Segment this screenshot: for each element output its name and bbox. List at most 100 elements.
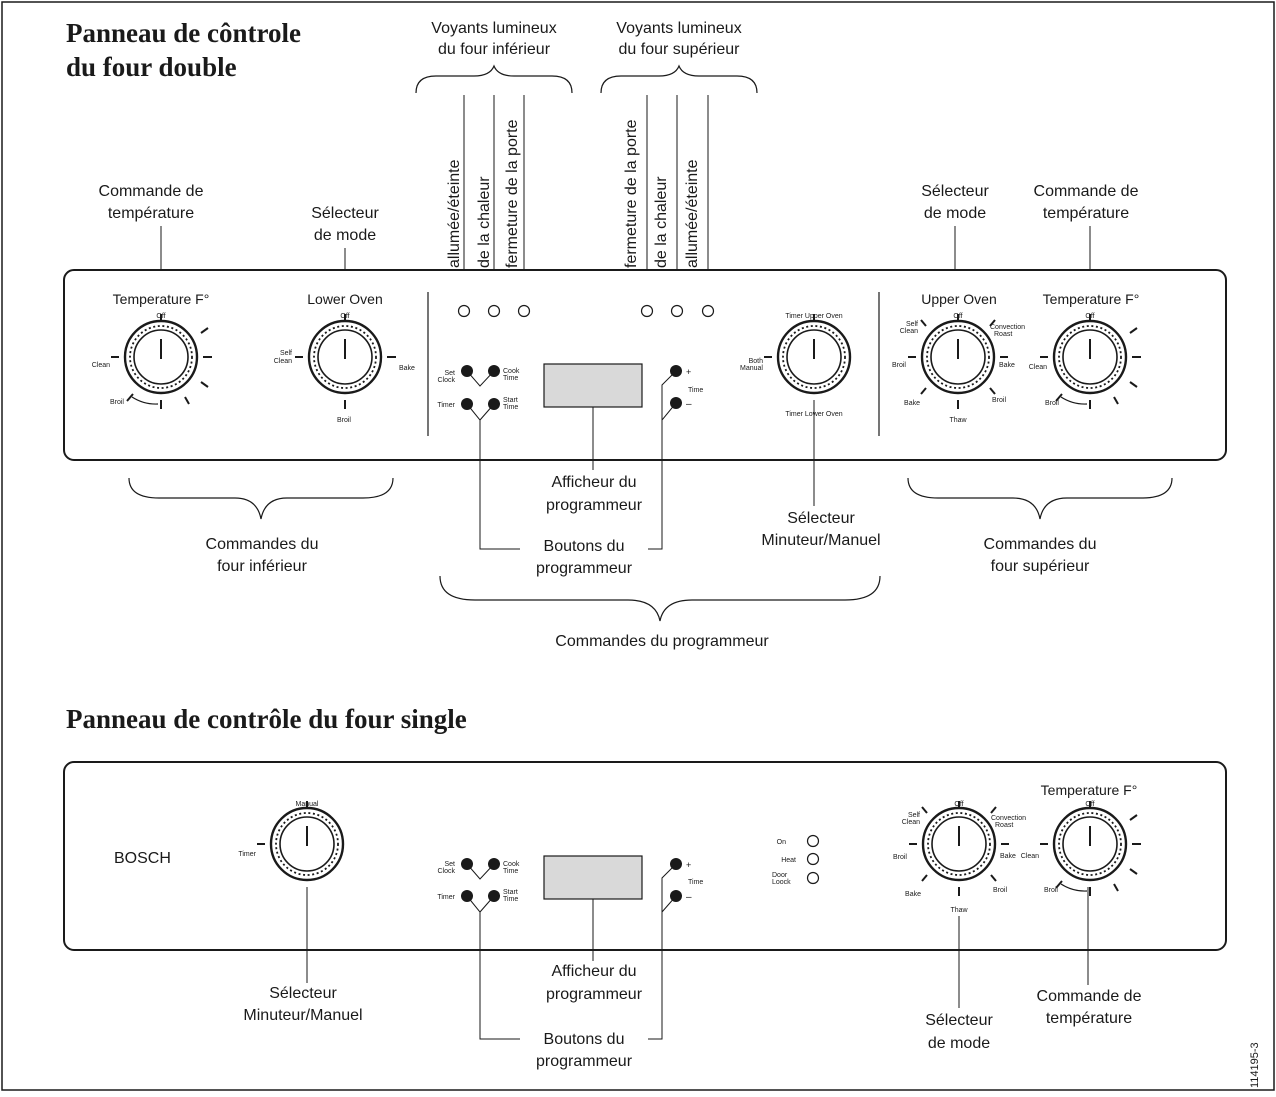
mode-selector-right-2: de mode (924, 205, 986, 222)
light-label-upper-heat: de la chaleur (653, 176, 670, 268)
temp-control-right-1: Commande de (1034, 183, 1139, 200)
knob-grip-ring (129, 325, 193, 389)
indicator-on: On (777, 839, 786, 846)
lower-controls-label-2: four inférieur (217, 558, 307, 575)
temp-right-off: Off (1085, 313, 1094, 320)
double-title-line2: du four double (66, 52, 237, 82)
s-mode-thaw: Thaw (950, 907, 968, 914)
timer-manual-knob-single[interactable] (257, 801, 345, 882)
s-btn-time: Time (688, 879, 703, 886)
timer-manual-knob-double[interactable] (764, 314, 852, 395)
knob-grip-ring (275, 812, 339, 876)
s-btn-start: Start (503, 889, 518, 896)
timer-selector-label-1: Sélecteur (787, 510, 855, 527)
indicator-door: Door (772, 872, 788, 879)
upper-controls-label-2: four supérieur (991, 558, 1090, 575)
indicator-heat: Heat (781, 857, 796, 864)
s-btn-start-time: Time (503, 896, 518, 903)
single-temperature-knob[interactable] (1040, 801, 1141, 896)
upper-mode-clean: Clean (900, 328, 918, 335)
temp-control-left-1: Commande de (99, 183, 204, 200)
s-mode-broil-right: Broil (993, 887, 1007, 894)
s-mode-bake-bottom: Bake (905, 891, 921, 898)
buttons-label-1: Boutons du (544, 538, 625, 555)
s-mode-self: Self (908, 812, 920, 819)
display-label-1: Afficheur du (551, 474, 636, 491)
s-btn-timer: Timer (437, 894, 455, 901)
btn-time: Time (688, 387, 703, 394)
temperature-knob-left[interactable] (111, 314, 212, 409)
lights-upper-bracket (600, 64, 758, 94)
mode-selector-left-2: de mode (314, 227, 376, 244)
single-indicator-lights (806, 834, 820, 885)
lower-oven-mode-knob[interactable] (295, 314, 396, 409)
figure-id: 114195-3 (1249, 1042, 1261, 1088)
upper-mode-thaw: Thaw (949, 417, 967, 424)
knob-grip-ring (927, 812, 991, 876)
buttons-label-2: programmeur (536, 560, 633, 577)
btn-set: Set (444, 370, 455, 377)
double-title-line1: Panneau de côntrole (66, 18, 301, 48)
upper-controls-label-1: Commandes du (984, 536, 1097, 553)
single-mode-knob[interactable] (909, 801, 1009, 896)
upper-mode-bake-right: Bake (999, 362, 1015, 369)
single-timer-timer: Timer (238, 851, 256, 858)
s-display-2: programmeur (546, 986, 643, 1003)
timer-manual: Manual (740, 365, 763, 372)
temperature-knob-right[interactable] (1040, 314, 1141, 409)
knob-grip-ring (926, 325, 990, 389)
lights-lower-bracket (415, 64, 573, 94)
programmer-display-single (543, 855, 643, 900)
lights-lower-header-1: Voyants lumineux (431, 20, 556, 37)
panel-temp-title-right: Temperature F° (1043, 291, 1140, 307)
lights-upper-header-2: du four supérieur (619, 41, 741, 58)
lower-mode-bake: Bake (399, 365, 415, 372)
programmer-controls-label: Commandes du programmeur (555, 633, 769, 650)
upper-oven-mode-knob[interactable] (908, 314, 1008, 409)
s-btn-cook: Cook (503, 861, 520, 868)
temp-left-off: Off (156, 313, 165, 320)
single-timer-manual: Manual (296, 801, 319, 808)
btn-cook-time: Time (503, 375, 518, 382)
s-timer-selector-1: Sélecteur (269, 985, 337, 1002)
upper-mode-broil-left: Broil (892, 362, 906, 369)
single-oven-panel (63, 761, 1227, 951)
s-buttons-1: Boutons du (544, 1031, 625, 1048)
s-temp-control-2: température (1046, 1010, 1132, 1027)
s-mode-selector-1: Sélecteur (925, 1012, 993, 1029)
s-mode-clean: Clean (902, 819, 920, 826)
lower-mode-off: Off (340, 313, 349, 320)
s-mode-broil-left: Broil (893, 854, 907, 861)
timer-upper-oven: Timer Upper Oven (785, 313, 842, 320)
btn-minus: – (686, 399, 692, 410)
s-mode-convection: Convection (991, 815, 1026, 822)
s-btn-minus: – (686, 892, 692, 903)
upper-mode-roast: Roast (994, 331, 1012, 338)
s-buttons-2: programmeur (536, 1053, 633, 1070)
lights-lower-header-2: du four inférieur (438, 41, 551, 58)
s-btn-clock: Clock (437, 868, 455, 875)
s-mode-off: Off (954, 801, 963, 808)
lower-oven-indicator-lights (457, 304, 531, 318)
single-leaders-below (306, 863, 1089, 1040)
light-label-upper-door: fermeture de la porte (623, 119, 640, 268)
s-display-1: Afficheur du (551, 963, 636, 980)
btn-start: Start (503, 397, 518, 404)
s-mode-roast: Roast (995, 822, 1013, 829)
upper-mode-off: Off (953, 313, 962, 320)
temp-control-left-2: température (108, 205, 194, 222)
btn-clock: Clock (437, 377, 455, 384)
btn-cook: Cook (503, 368, 520, 375)
panel-lower-oven-title: Lower Oven (307, 291, 382, 307)
upper-mode-self: Self (906, 321, 918, 328)
upper-mode-broil-right: Broil (992, 397, 1006, 404)
light-label-lower-heat: de la chaleur (476, 176, 493, 268)
temp-left-broil: Broil (110, 399, 124, 406)
s-btn-set: Set (444, 861, 455, 868)
btn-timer: Timer (437, 402, 455, 409)
indicator-lock: Loock (772, 879, 791, 886)
s-mode-selector-2: de mode (928, 1035, 990, 1052)
